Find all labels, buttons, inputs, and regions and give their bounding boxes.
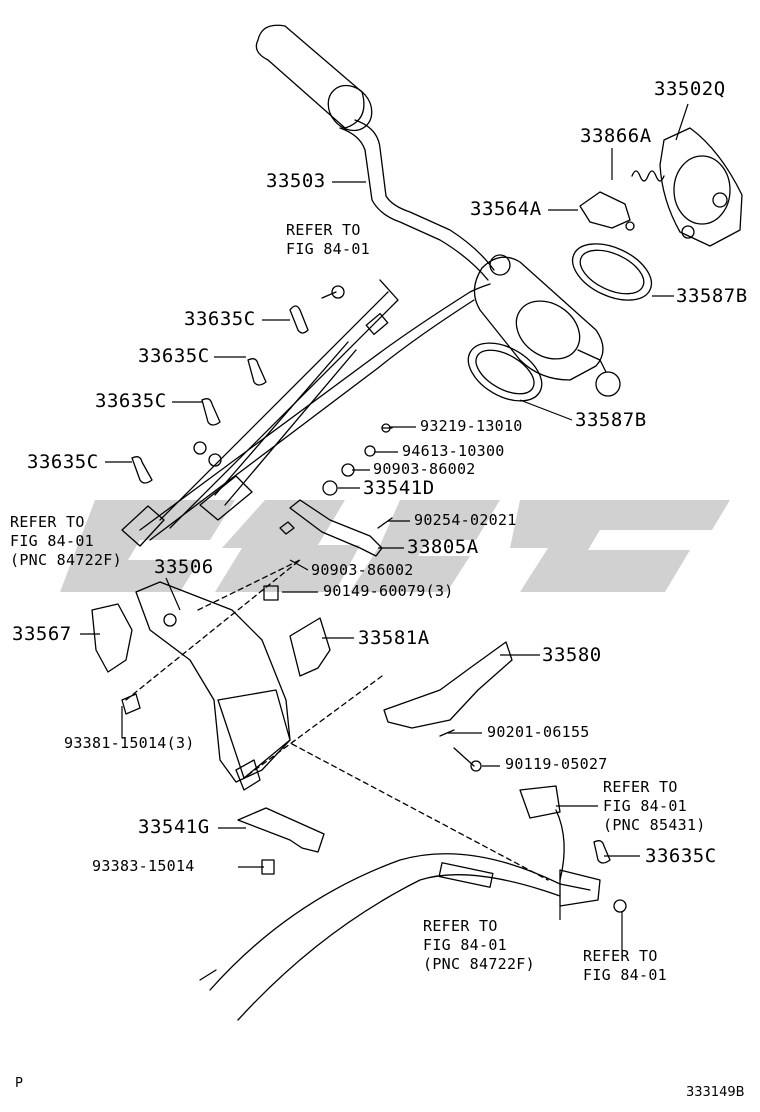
label-33587b-lower: 33587B — [575, 409, 647, 431]
fasteners — [121, 285, 627, 913]
reference-lines — [125, 559, 549, 881]
label-93219: 93219-13010 — [420, 417, 523, 435]
part-33541g — [237, 807, 325, 853]
label-refer-to-4: REFER TO — [423, 917, 498, 935]
label-pnc-2: (PNC 84722F) — [10, 551, 122, 569]
label-33503: 33503 — [266, 170, 326, 192]
part-33567 — [91, 603, 133, 673]
label-pnc-3: (PNC 85431) — [603, 816, 706, 834]
ring-upper — [571, 243, 653, 301]
figure-code: 333149B — [686, 1085, 745, 1100]
label-90149: 90149-60079(3) — [323, 582, 454, 600]
label-33635c-3: 33635C — [95, 390, 167, 412]
label-93381: 93381-15014(3) — [64, 734, 195, 752]
label-fig-4: FIG 84-01 — [423, 936, 507, 954]
label-33506: 33506 — [154, 556, 214, 578]
label-33587b-upper: 33587B — [676, 285, 748, 307]
label-fig-1: FIG 84-01 — [286, 240, 370, 258]
label-90903-b: 90903-86002 — [311, 561, 414, 579]
label-refer-to-1: REFER TO — [286, 221, 361, 239]
label-90903-a: 90903-86002 — [373, 460, 476, 478]
label-33502q: 33502Q — [654, 78, 726, 100]
steering-shaft-part — [255, 24, 495, 281]
label-33564a: 33564A — [470, 198, 542, 220]
label-fig-3: FIG 84-01 — [603, 797, 687, 815]
label-33581a: 33581A — [358, 627, 430, 649]
label-refer-to-2: REFER TO — [10, 513, 85, 531]
label-33567: 33567 — [12, 623, 72, 645]
pedal-part — [383, 641, 513, 729]
release-cable — [199, 785, 601, 1021]
label-94613: 94613-10300 — [402, 442, 505, 460]
label-refer-to-3: REFER TO — [603, 778, 678, 796]
label-90119: 90119-05027 — [505, 755, 608, 773]
leader-lines — [80, 103, 689, 950]
label-33580: 33580 — [542, 644, 602, 666]
watermark-logo — [60, 500, 730, 592]
column-bracket — [473, 254, 621, 397]
label-refer-to-5: REFER TO — [583, 947, 658, 965]
cable-assembly — [121, 279, 491, 547]
label-fig-5: FIG 84-01 — [583, 966, 667, 984]
label-33635c-2: 33635C — [138, 345, 210, 367]
ring-lower — [467, 342, 543, 402]
label-33635c-4: 33635C — [27, 451, 99, 473]
label-90201: 90201-06155 — [487, 723, 590, 741]
pedal-bracket — [135, 581, 291, 783]
label-93383: 93383-15014 — [92, 857, 195, 875]
label-pnc-4: (PNC 84722F) — [423, 955, 535, 973]
corner-marker: P — [15, 1076, 23, 1091]
clip-parts — [131, 305, 611, 864]
line-art — [91, 24, 743, 1021]
part-33581a — [289, 617, 331, 677]
label-33805a: 33805A — [407, 536, 479, 558]
cover-part — [659, 127, 743, 247]
label-33635c-1: 33635C — [184, 308, 256, 330]
switch-part — [579, 191, 631, 229]
label-33866a: 33866A — [580, 125, 652, 147]
label-fig-2: FIG 84-01 — [10, 532, 94, 550]
spring-part — [631, 170, 665, 182]
label-33541g: 33541G — [138, 816, 210, 838]
label-33541d: 33541D — [363, 477, 435, 499]
label-90254: 90254-02021 — [414, 511, 517, 529]
label-33635c-5: 33635C — [645, 845, 717, 867]
